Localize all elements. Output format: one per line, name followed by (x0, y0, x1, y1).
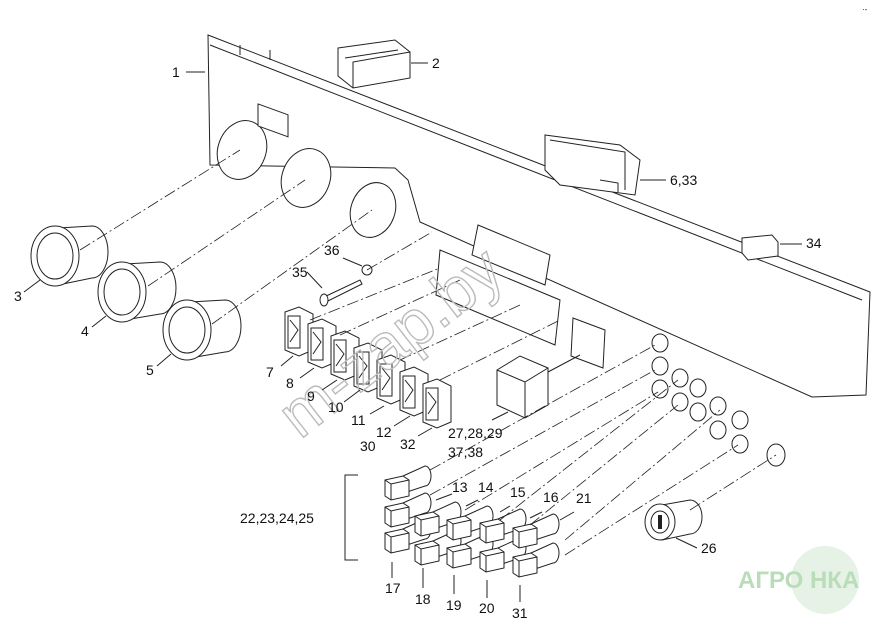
callout-sw12: 12 (376, 424, 392, 440)
indicator-lamps (384, 465, 560, 578)
callout-sw8: 8 (286, 375, 294, 391)
callout-sw10: 10 (328, 399, 344, 415)
leader-line (91, 315, 107, 328)
indicator-lamp (384, 492, 432, 528)
rocker-switch (376, 354, 406, 405)
svg-text:АГРО НКА: АГРО НКА (738, 567, 859, 594)
callout-box2: 37,38 (448, 444, 483, 460)
callout-module: 6,33 (670, 172, 697, 188)
callout-lamp18: 18 (415, 591, 431, 607)
callout-lamp16: 16 (543, 489, 559, 505)
gauge-5 (162, 299, 242, 361)
gauge-3 (30, 225, 109, 287)
leader-line (321, 379, 338, 391)
callout-lamp17: 17 (385, 580, 401, 596)
callout-gauge-c: 5 (146, 362, 154, 378)
callout-sw11: 11 (351, 412, 366, 428)
gauges (30, 149, 373, 361)
screw-washer (319, 231, 433, 307)
gauge-4 (97, 261, 177, 323)
callout-lamp15: 15 (510, 484, 526, 500)
group-bracket (344, 474, 358, 561)
callout-sw32: 32 (400, 436, 416, 452)
callout-cover: 2 (432, 55, 440, 71)
leader-line (23, 279, 41, 293)
rocker-switch (399, 366, 429, 417)
leader-line (499, 505, 511, 513)
dashboard-panel (207, 34, 871, 467)
rocker-switch (284, 306, 314, 357)
relay-box (496, 354, 581, 419)
callout-ignition: 26 (701, 540, 717, 556)
callout-screw: 35 (292, 264, 308, 280)
rocker-switch (353, 342, 383, 393)
callout-connector: 34 (806, 235, 822, 251)
callout-gauge-b: 4 (81, 323, 89, 339)
callout-lamp14: 14 (478, 479, 494, 495)
callout-sw9: 9 (307, 388, 315, 404)
leader-line (435, 493, 453, 501)
logo: АГРО НКА (738, 546, 859, 614)
leader-line (675, 537, 698, 549)
callout-lamp31: 31 (512, 605, 528, 621)
leader-line (156, 353, 172, 367)
leader-line (529, 511, 543, 519)
callout-panel: 1 (172, 64, 180, 80)
rocker-switches (284, 306, 452, 429)
callout-lamp21: 21 (576, 490, 592, 506)
callout-sw30: 30 (360, 438, 376, 454)
rocker-switch (330, 330, 360, 381)
leader-line (417, 427, 433, 437)
leader-line (559, 511, 575, 521)
callout-gauge-a: 3 (14, 288, 22, 304)
leader-line (280, 355, 294, 367)
leader-line (343, 389, 361, 403)
leader-line (306, 271, 323, 289)
leader-line (465, 499, 479, 507)
rocker-switch (422, 378, 452, 429)
leader-line (393, 415, 411, 427)
corner-mark: ·‐ (862, 5, 868, 14)
callout-lamp20: 20 (479, 600, 495, 616)
ignition-switch (644, 454, 777, 541)
callout-group: 22,23,24,25 (240, 510, 314, 526)
leader-line (342, 257, 363, 267)
callout-box: 27,28,29 (448, 425, 503, 441)
indicator-lamp (512, 542, 560, 578)
lamp-holes (651, 333, 786, 467)
callout-lamp19: 19 (446, 597, 462, 613)
module-part (544, 134, 641, 196)
cover-part (337, 39, 411, 89)
indicator-lamp (384, 465, 432, 501)
callout-sw7: 7 (266, 364, 274, 380)
leader-line (299, 367, 315, 379)
connector-part (741, 234, 779, 261)
leader-line (369, 405, 385, 415)
callout-washer: 36 (324, 242, 340, 258)
callout-lamp13: 13 (452, 479, 468, 495)
leader-line (491, 411, 509, 421)
